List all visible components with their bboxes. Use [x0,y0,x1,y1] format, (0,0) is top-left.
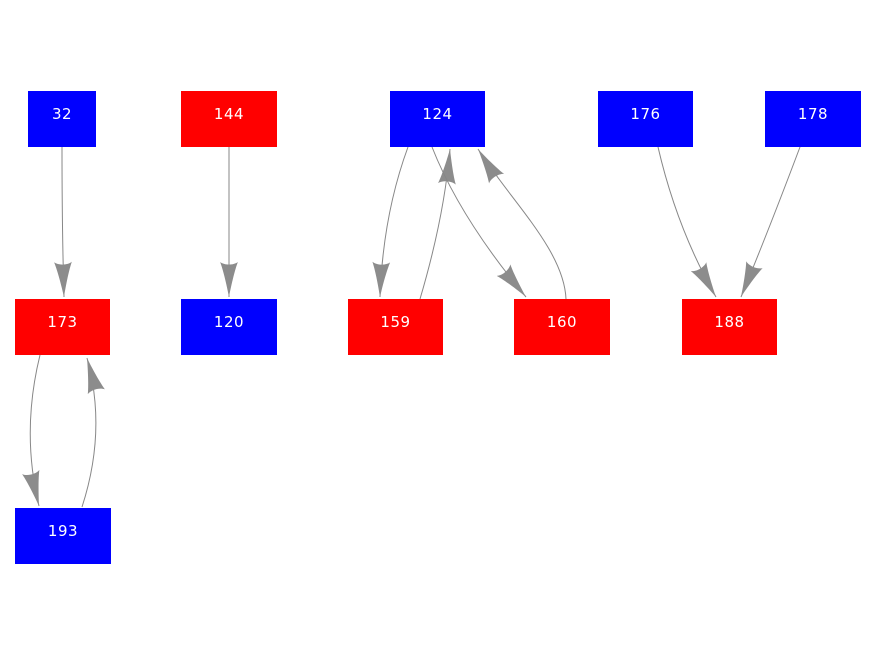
edges-layer [22,146,801,508]
edge-160-to-124 [477,148,567,300]
node-label-124: 124 [422,105,452,123]
node-rect-188 [682,299,777,355]
node-160: 160 [514,299,610,355]
node-124: 124 [390,91,485,147]
edge-32-to-173 [54,146,72,298]
node-rect-120 [181,299,277,355]
node-rect-32 [28,91,96,147]
node-144: 144 [181,91,277,147]
node-rect-144 [181,91,277,147]
edge-124-to-160 [431,146,527,298]
nodes-layer: 32 144 124 176 178 173 120 159 160 188 193 [15,91,861,564]
node-rect-124 [390,91,485,147]
node-176: 176 [598,91,693,147]
edge-193-to-173 [81,357,105,508]
node-rect-159 [348,299,443,355]
node-32: 32 [28,91,96,147]
node-label-178: 178 [798,105,828,123]
node-159: 159 [348,299,443,355]
edge-178-to-188 [740,146,801,298]
node-178: 178 [765,91,861,147]
edge-176-to-188 [657,146,717,298]
node-label-193: 193 [48,522,78,540]
node-label-32: 32 [52,105,72,123]
node-label-159: 159 [380,313,410,331]
node-label-176: 176 [630,105,660,123]
node-rect-173 [15,299,110,355]
node-173: 173 [15,299,110,355]
node-label-173: 173 [47,313,77,331]
edge-173-to-193 [22,354,41,507]
node-rect-178 [765,91,861,147]
node-label-120: 120 [214,313,244,331]
node-label-188: 188 [714,313,744,331]
node-120: 120 [181,299,277,355]
node-rect-193 [15,508,111,564]
node-193: 193 [15,508,111,564]
node-label-160: 160 [547,313,577,331]
edge-159-to-124 [419,148,456,300]
node-label-144: 144 [214,105,244,123]
node-rect-160 [514,299,610,355]
node-rect-176 [598,91,693,147]
edge-124-to-159 [372,146,409,298]
node-188: 188 [682,299,777,355]
